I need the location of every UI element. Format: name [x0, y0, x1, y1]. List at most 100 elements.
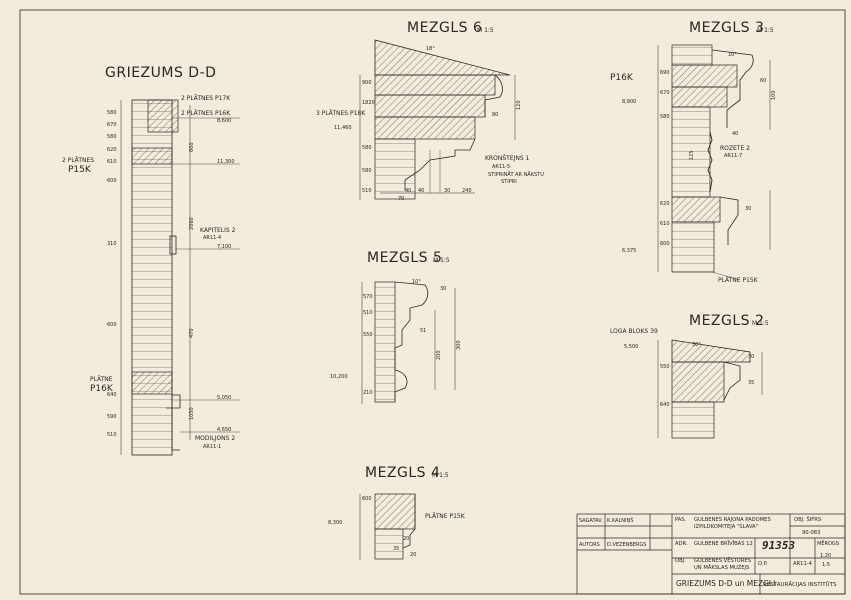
node4-level: 8,300 — [328, 520, 342, 526]
tb-adr-label: ADR. — [675, 541, 688, 547]
node2-level: 5,500 — [624, 344, 638, 350]
node6-dim-3: 580 — [362, 145, 372, 151]
node5-dim-1: 570 — [363, 294, 373, 300]
node4-scale: M 1:5 — [432, 472, 449, 479]
node6-note2: STIPRI — [501, 179, 517, 185]
tb-obj-text1: GULBENES VĒSTURES — [694, 557, 751, 564]
node5-dim-5: 200 — [436, 350, 442, 360]
node6-dim-9: 70 — [398, 196, 404, 202]
node3-dim-1: 690 — [660, 70, 670, 76]
node5-dim-8: 51 — [420, 328, 426, 334]
node3-dim-3: 580 — [660, 114, 670, 120]
node4-dim-1: 600 — [362, 496, 372, 502]
tb-institute: RESTAURĀCIJAS INSTITŪTS — [763, 581, 837, 588]
title-block — [576, 513, 846, 595]
node2-scale: M 1:5 — [752, 320, 769, 327]
node3-dim-11: 30 — [745, 206, 751, 212]
node6-label-ref: AR11-5 — [492, 164, 510, 170]
dd-dim-7: 310 — [107, 241, 117, 247]
tb-number: 90-083 — [802, 530, 820, 536]
dd-level-4: 5,050 — [217, 395, 231, 401]
dd-rdim-3: 470 — [189, 328, 195, 338]
node5-dim-4: 300 — [456, 340, 462, 350]
node6-angle: 18° — [426, 46, 435, 52]
node3-scale: M 1:5 — [757, 27, 774, 34]
node6-label-kronstejns: KRONŠTEJNS 1 — [485, 155, 530, 162]
node6-drawing — [359, 39, 516, 200]
node5-dim-6: 210 — [363, 390, 373, 396]
tb-name-2: D.VEZENBERGS — [607, 542, 646, 548]
node5-drawing — [361, 281, 456, 404]
node3-label-p16k: P16K — [610, 73, 634, 83]
node2-dim-2: 640 — [660, 402, 670, 408]
dd-label-p16k: 2 PLĀTNES P16K — [181, 110, 231, 117]
node4-dim-2: 35 — [393, 546, 399, 552]
tb-stage: D.P. — [758, 561, 768, 567]
node3-label-rozete: ROZETE 2 — [720, 145, 750, 152]
node6-dim-4: 580 — [362, 168, 372, 174]
tb-pas-text1: GULBENES RAJONA PADOMES — [694, 517, 771, 523]
dd-label-p17k: 2 PLĀTNES P17K — [181, 95, 231, 102]
node2-angle: 30° — [692, 342, 701, 348]
node4-title: MEZGLS 4 — [365, 465, 440, 481]
dd-label-modiljons: MODIĻJONS 2 — [195, 435, 235, 442]
dd-dim-5: 610 — [107, 159, 117, 165]
node5-scale: M 1:5 — [433, 257, 450, 264]
dd-rdim-2: 2060 — [189, 217, 195, 230]
tb-scale-1: 1:20 — [820, 553, 831, 559]
node3-dim-5: 610 — [660, 221, 670, 227]
tb-pas-label: PAS. — [675, 517, 687, 523]
dd-dim-11: 510 — [107, 432, 117, 438]
node6-dim-6: 80 — [492, 112, 498, 118]
dd-label-p15k-a: 2 PLĀTNES — [62, 157, 94, 164]
tb-scale-2: 1:5 — [822, 562, 830, 568]
tb-obj-label: OBJ. — [675, 558, 686, 564]
dd-label-kapitelis: KAPITELIS 2 — [200, 227, 236, 234]
node4-dim-4: 20 — [410, 552, 416, 558]
node4-drawing — [359, 493, 416, 560]
node3-label-ref: AR11-7 — [724, 153, 742, 159]
dd-rdim-4: 1050 — [189, 407, 195, 420]
dd-label-platne-a: PLĀTNE — [90, 376, 113, 383]
node6-dim-2: 1820 — [362, 100, 375, 106]
dd-level-3: 7,100 — [217, 244, 231, 250]
node3-dim-8: 60 — [760, 78, 766, 84]
tb-arch-no: 91353 — [762, 539, 795, 552]
sheet-border — [19, 9, 846, 595]
node2-title: MEZGLS 2 — [689, 313, 764, 329]
node3-drawing — [657, 44, 771, 281]
node3-label-platne: PLĀTNE P15K — [718, 277, 759, 284]
node6-note1: STIPRINĀT AR NĀKSTU — [488, 171, 544, 178]
dd-level-1: 8,600 — [217, 118, 231, 124]
dd-dim-3: 580 — [107, 134, 117, 140]
dd-dim-4: 620 — [107, 147, 117, 153]
node6-dim-1: 900 — [362, 80, 372, 86]
dd-rdim-1: 600 — [189, 142, 195, 152]
node5-level: 10,200 — [330, 374, 348, 380]
node3-title: MEZGLS 3 — [689, 20, 764, 36]
node6-title: MEZGLS 6 — [407, 20, 482, 36]
tb-number-label: OBJ. ŠIFRS — [794, 516, 821, 523]
node5-dim-7: 30 — [440, 286, 446, 292]
dd-dim-2: 670 — [107, 122, 117, 128]
node2-dim-1: 550 — [660, 364, 670, 370]
node6-dim-10: 40 — [405, 188, 411, 194]
tb-role-2: AUTORS — [579, 542, 600, 548]
node3-level-bot: 6,375 — [622, 248, 636, 254]
node6-dim-12: 30 — [444, 188, 450, 194]
section-title: GRIEZUMS D-D — [105, 65, 216, 81]
tb-role-1: SAGATAV. — [579, 518, 603, 524]
dd-label-platne-b: P16K — [90, 384, 114, 394]
dd-dim-1: 580 — [107, 110, 117, 116]
dd-level-2: 11,300 — [217, 159, 235, 165]
node6-scale: M 1:5 — [477, 27, 494, 34]
tb-adr-text: GULBENE BRĪVĪBAS 12 — [694, 540, 753, 547]
dd-dim-8: 600 — [107, 322, 117, 328]
node2-dim-4: 35 — [748, 380, 754, 386]
dd-dim-6: 600 — [107, 178, 117, 184]
node3-dim-7: 100 — [771, 90, 777, 100]
node2-drawing — [657, 339, 763, 439]
node5-dim-3: 550 — [363, 332, 373, 338]
